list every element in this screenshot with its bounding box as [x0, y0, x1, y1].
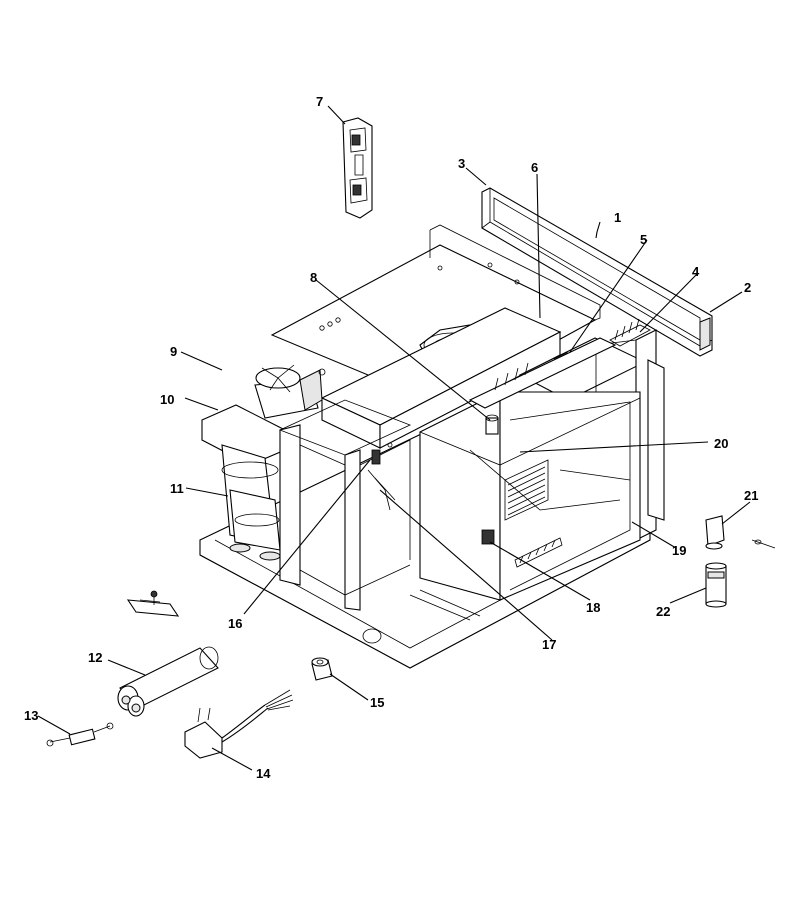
- fan-motor: [254, 364, 326, 419]
- callout-19: 19: [672, 543, 686, 558]
- front-frame: [278, 399, 412, 611]
- callout-10: 10: [160, 392, 174, 407]
- hv-diode: [46, 722, 114, 747]
- sensor-strip: [468, 337, 617, 435]
- vent-grille-upper: [504, 459, 549, 521]
- callout-9: 9: [170, 344, 177, 359]
- callout-17: 17: [542, 637, 556, 652]
- callout-6: 6: [531, 160, 538, 175]
- switch-block: [481, 529, 495, 545]
- callout-5: 5: [640, 232, 647, 247]
- callout-15: 15: [370, 695, 384, 710]
- callout-8: 8: [310, 270, 317, 285]
- callout-16: 16: [228, 616, 242, 631]
- oven-cavity: [419, 391, 641, 601]
- callout-12: 12: [88, 650, 102, 665]
- callout-2: 2: [744, 280, 751, 295]
- vent-grille-lower: [514, 537, 563, 568]
- callout-11: 11: [170, 481, 184, 496]
- capacitor: [117, 646, 219, 717]
- callout-4: 4: [692, 264, 700, 279]
- callout-20: 20: [714, 436, 728, 451]
- callout-7: 7: [316, 94, 323, 109]
- transformer: [201, 404, 286, 561]
- bushing: [311, 657, 333, 681]
- leader-lines: [37, 105, 751, 771]
- control-panel-strip: [481, 187, 713, 357]
- power-cord: [184, 689, 294, 759]
- capacitor-clamp: [126, 590, 180, 617]
- thermostat-cylinder: [705, 562, 727, 608]
- door-frame: [595, 329, 665, 541]
- callout-3: 3: [458, 156, 465, 171]
- callout-1: 1: [614, 210, 621, 225]
- callout-18: 18: [586, 600, 600, 615]
- callout-14: 14: [256, 766, 271, 781]
- callout-22: 22: [656, 604, 670, 619]
- thermal-fuse: [705, 515, 776, 550]
- callout-21: 21: [744, 488, 758, 503]
- callout-13: 13: [24, 708, 38, 723]
- latch-bracket: [342, 117, 373, 219]
- callout-labels: 1 2 3 4 5 6 7 8 9 10 11 12 13 14 15 16 1…: [24, 94, 758, 781]
